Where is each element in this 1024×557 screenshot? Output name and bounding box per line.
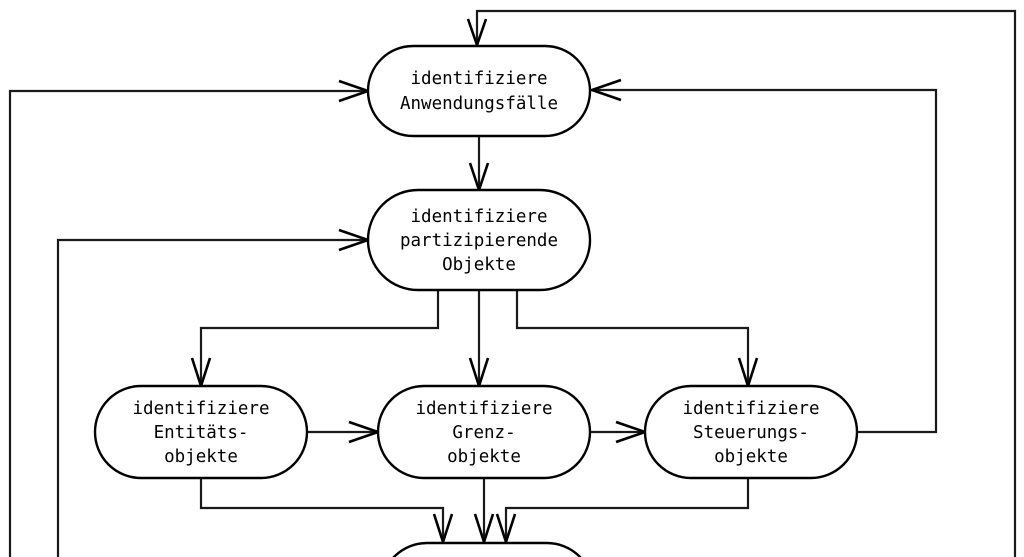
- node-steuerungs-line-3: objekte: [714, 447, 788, 467]
- edge-entitaets-to-bottom: [199, 478, 454, 547]
- node-anwendungsfaelle-line-1: identifiziere: [411, 69, 548, 89]
- edge-steuerungs-to-bottom: [495, 478, 750, 547]
- edge-grenz-to-bottom: [473, 478, 495, 547]
- node-grenz-line-1: identifiziere: [416, 399, 553, 419]
- node-partizipierende[interactable]: identifiziere partizipierende Objekte: [366, 188, 592, 292]
- node-bottom-partial-shape: [392, 541, 582, 557]
- node-steuerungs-shape: [643, 384, 859, 480]
- node-grenz-line-2: Grenz-: [452, 423, 515, 443]
- edge-steuerungs-return-into-anwendungsfaelle: [588, 78, 938, 434]
- edge-grenz-to-steuerungs: [590, 420, 649, 444]
- node-grenz[interactable]: identifiziere Grenz- objekte: [376, 384, 592, 480]
- node-steuerungs[interactable]: identifiziere Steuerungs- objekte: [643, 384, 859, 480]
- node-grenz-shape: [376, 384, 592, 480]
- edge-layer: [8, 9, 1017, 557]
- edge-entitaets-to-grenz: [307, 420, 382, 444]
- node-anwendungsfaelle-line-2: Anwendungsfälle: [400, 94, 558, 114]
- node-bottom-partial[interactable]: [381, 541, 593, 557]
- node-entitaets-line-2: Entitäts-: [154, 423, 249, 443]
- edge-left-return-into-anwendungsfaelle: [8, 79, 372, 557]
- edge-anwendungsfaelle-to-partizipierende: [468, 136, 490, 195]
- node-layer: identifiziere Anwendungsfälle identifizi…: [93, 44, 859, 557]
- node-entitaets-line-1: identifiziere: [133, 399, 270, 419]
- node-steuerungs-line-1: identifiziere: [683, 399, 820, 419]
- node-entitaets-shape: [93, 384, 309, 480]
- node-grenz-line-3: objekte: [447, 447, 521, 467]
- edge-partizipierende-to-entitaets: [190, 290, 440, 391]
- node-partizipierende-line-1: identifiziere: [411, 207, 548, 227]
- node-anwendungsfaelle[interactable]: identifiziere Anwendungsfälle: [366, 44, 592, 138]
- node-steuerungs-line-2: Steuerungs-: [693, 423, 809, 443]
- node-anwendungsfaelle-shape: [366, 44, 592, 138]
- edge-partizipierende-to-grenz: [468, 290, 490, 391]
- node-partizipierende-shape: [366, 188, 592, 292]
- node-entitaets[interactable]: identifiziere Entitäts- objekte: [93, 384, 309, 480]
- node-partizipierende-line-3: Objekte: [442, 255, 516, 275]
- node-partizipierende-line-2: partizipierende: [400, 231, 558, 251]
- node-entitaets-line-3: objekte: [164, 447, 238, 467]
- edge-partizipierende-to-steuerungs: [515, 290, 759, 391]
